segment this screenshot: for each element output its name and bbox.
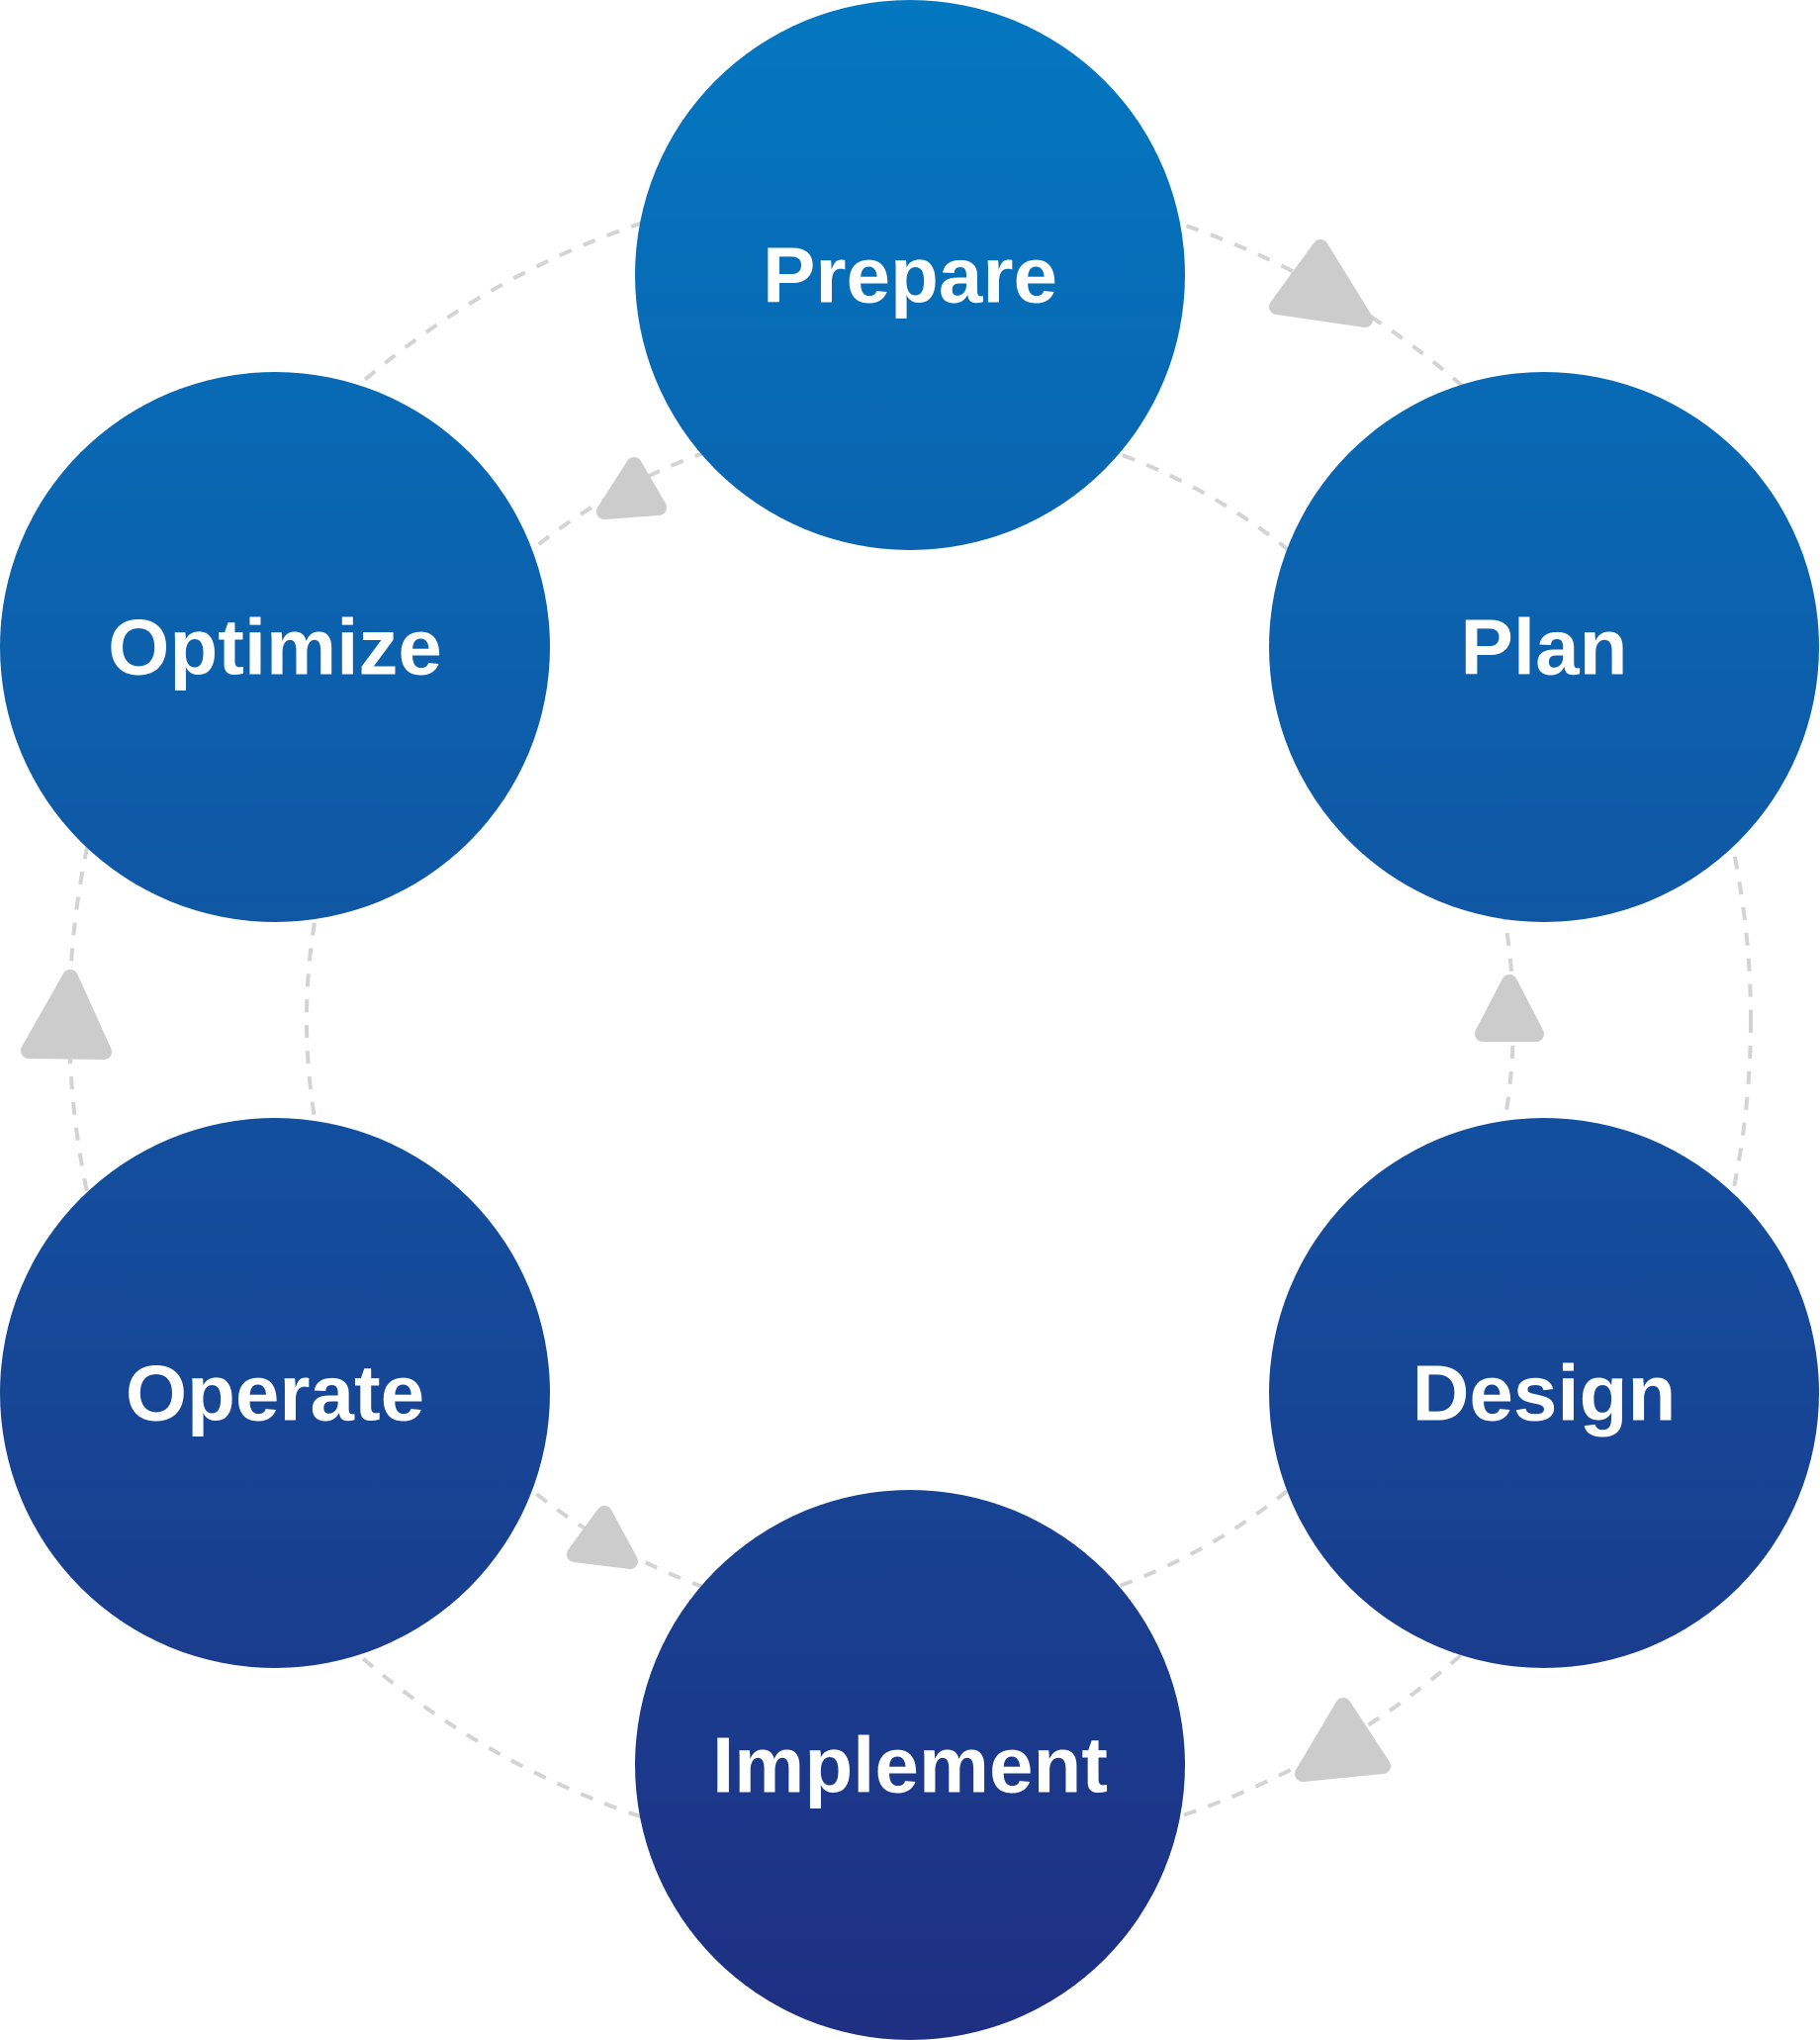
phase-label-implement: Implement <box>712 1721 1108 1809</box>
phase-label-optimize: Optimize <box>108 603 442 692</box>
phase-circle-implement <box>635 1490 1185 2040</box>
phase-node-optimize: Optimize <box>0 372 550 922</box>
arrow-implement-to-design <box>1295 1698 1391 1782</box>
arrow-operate-to-optimize <box>21 970 112 1060</box>
phase-circle-operate <box>0 1118 550 1668</box>
phase-circle-optimize <box>0 372 550 922</box>
phase-node-prepare: Prepare <box>635 0 1185 550</box>
phase-circle-plan <box>1269 372 1819 922</box>
phase-node-plan: Plan <box>1269 372 1819 922</box>
arrow-operate-to-implement <box>567 1506 638 1569</box>
phase-node-implement: Implement <box>635 1490 1185 2040</box>
phase-node-design: Design <box>1269 1118 1819 1668</box>
phase-circle-design <box>1269 1118 1819 1668</box>
phase-label-plan: Plan <box>1461 603 1628 692</box>
phase-circle-prepare <box>635 0 1185 550</box>
phase-label-design: Design <box>1412 1349 1677 1437</box>
arrow-prepare-to-plan <box>1269 239 1373 327</box>
arrow-design-to-plan <box>1475 974 1544 1042</box>
direction-arrows <box>21 239 1544 1782</box>
phase-label-prepare: Prepare <box>763 232 1057 320</box>
arrow-optimize-to-prepare <box>596 457 667 519</box>
phase-node-operate: Operate <box>0 1118 550 1668</box>
phase-label-operate: Operate <box>126 1349 424 1437</box>
